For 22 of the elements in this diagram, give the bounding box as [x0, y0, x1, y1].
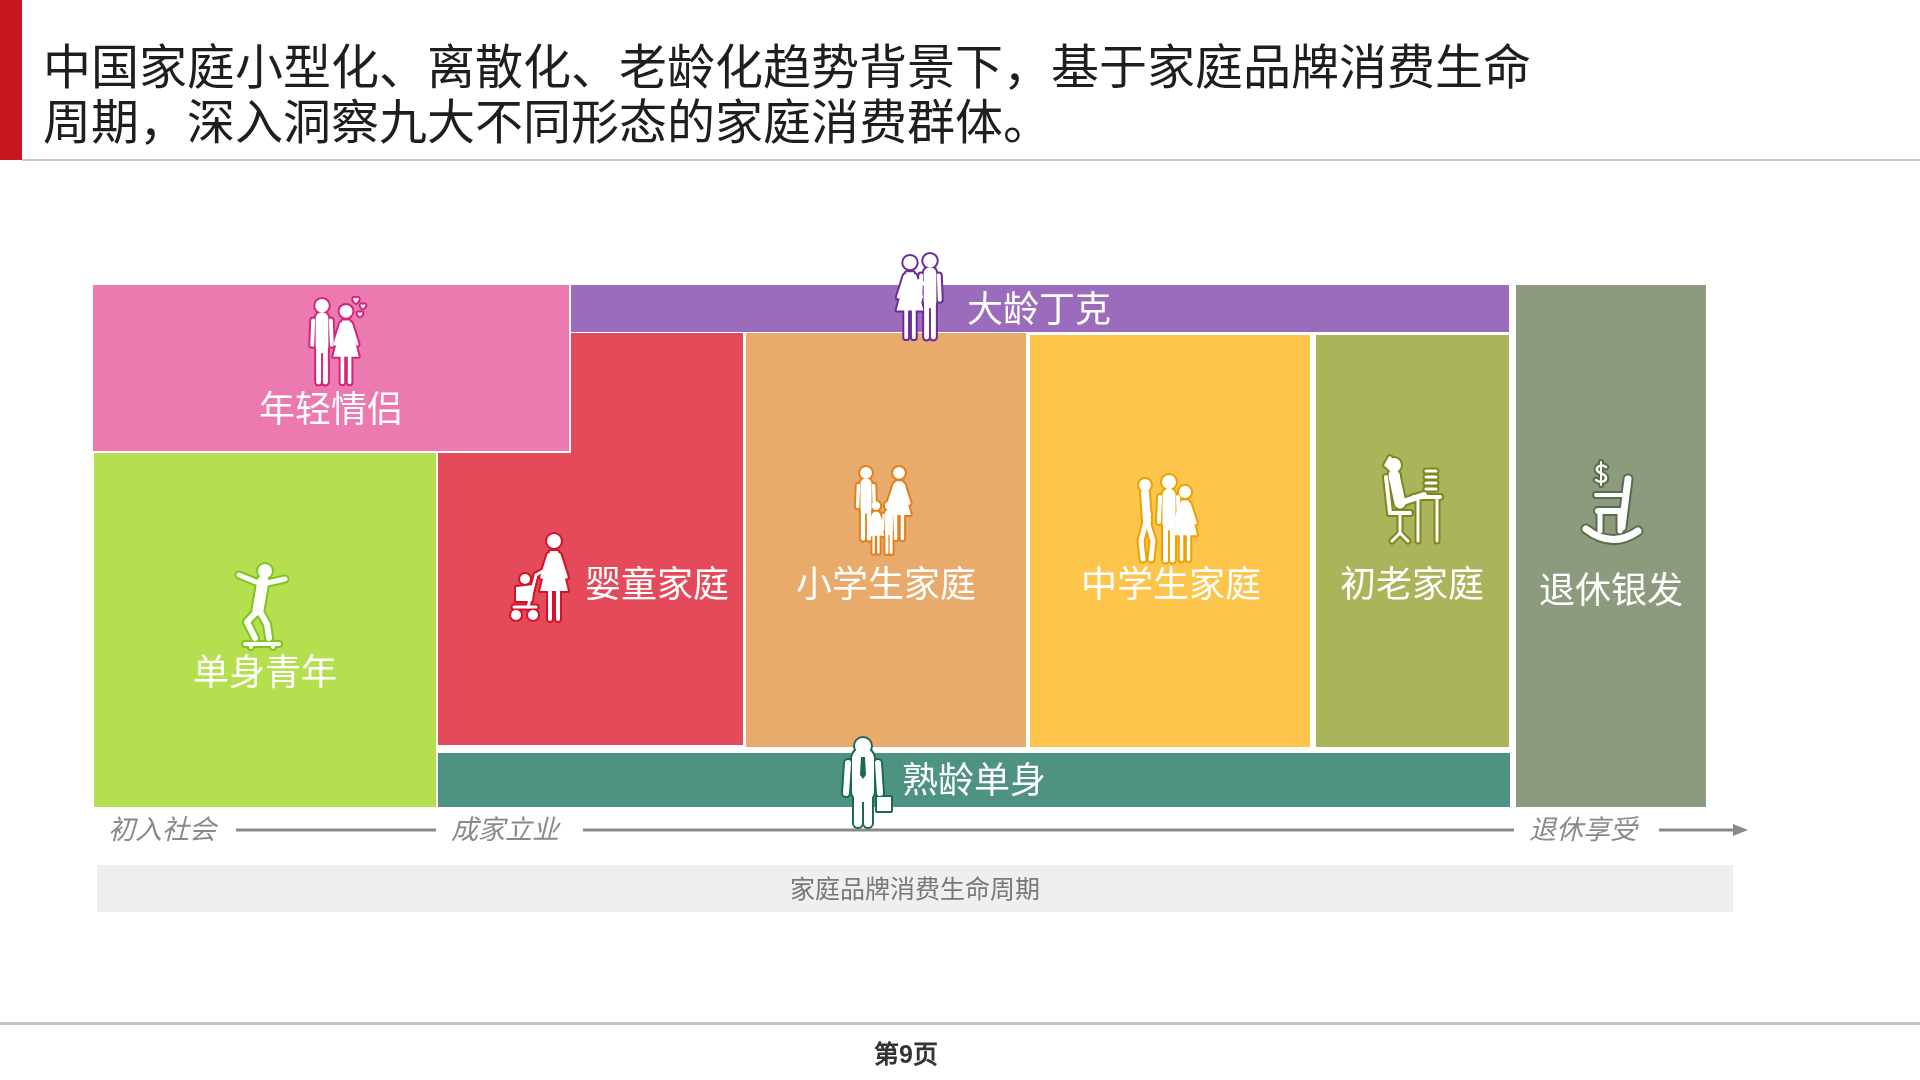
segment-label: 退休银发 [1539, 569, 1683, 613]
segment-block [1030, 335, 1310, 747]
segment-block [93, 285, 569, 451]
page-number: 第9页 [874, 1038, 938, 1070]
stage-label: 退休享受 [1529, 813, 1637, 847]
stage-label: 成家立业 [451, 813, 559, 847]
segment-block [94, 453, 436, 807]
segment-label: 年轻情侣 [259, 388, 403, 432]
segment-label: 初老家庭 [1340, 563, 1484, 607]
segment-label: 单身青年 [193, 651, 337, 695]
band-label: 家庭品牌消费生命周期 [790, 873, 1040, 905]
stage-label: 初入社会 [108, 813, 216, 847]
segment-block [1516, 285, 1706, 807]
segment-block [438, 333, 743, 745]
segment-label: 熟龄单身 [902, 759, 1046, 803]
segment-label: 中学生家庭 [1081, 563, 1261, 607]
segment-block [1316, 335, 1509, 747]
segment-block [746, 333, 1026, 747]
segment-label: 大龄丁克 [967, 288, 1111, 332]
segment-label: 婴童家庭 [585, 563, 729, 607]
segment-label: 小学生家庭 [796, 563, 976, 607]
slide-title: 中国家庭小型化、离散化、老龄化趋势背景下，基于家庭品牌消费生命周期，深入洞察九大不同形态的家庭消费群体。 [43, 40, 1532, 150]
